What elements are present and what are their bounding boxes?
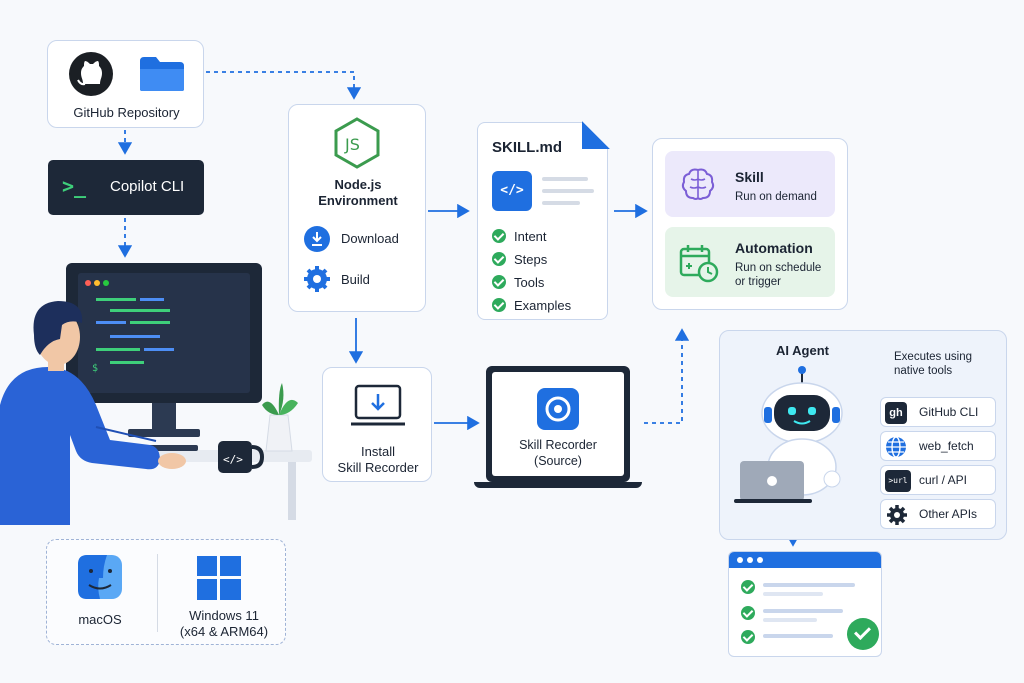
folder-icon [140, 57, 184, 91]
brain-icon [681, 168, 715, 200]
download-label: Download [341, 231, 399, 246]
skill-output-subtitle: Run on demand [735, 191, 817, 203]
platforms-box: macOS Windows 11 (x64 & ARM64) [46, 539, 286, 645]
agent-note-line2: native tools [894, 365, 953, 377]
result-line [763, 583, 855, 587]
tool-curl-api: >url curl / API [880, 465, 996, 495]
success-check-icon [847, 618, 879, 650]
copilot-cli-label: Copilot CLI [110, 178, 185, 195]
check-icon [741, 630, 755, 644]
macos-label: macOS [78, 612, 122, 627]
terminal-prompt-icon: >_ [62, 174, 87, 198]
download-icon [304, 226, 330, 252]
copilot-cli-box: >_ Copilot CLI [48, 160, 204, 215]
globe-icon [886, 436, 906, 458]
tool-web-fetch: web_fetch [880, 431, 996, 461]
svg-text:JS: JS [344, 135, 360, 154]
doc-line [542, 201, 580, 205]
laptop-base [474, 482, 642, 488]
outputs-card: Skill Run on demand Automation Run on sc… [652, 138, 848, 310]
result-line [763, 592, 823, 596]
install-sublabel: Skill Recorder [337, 460, 419, 475]
tool-label: Other APIs [919, 507, 978, 521]
skill-md-document: SKILL.md </> Intent Steps Tools Examples [477, 121, 610, 320]
build-gear-icon [304, 266, 330, 292]
window-dot [747, 557, 753, 563]
recorder-label: Skill Recorder [519, 438, 597, 452]
tool-other-apis: Other APIs [880, 499, 996, 529]
build-label: Build [341, 272, 370, 287]
nodejs-environment-card: JS Node.js Environment Download Build [288, 104, 426, 312]
automation-output-panel: Automation Run on schedule or trigger [665, 227, 835, 297]
success-check-mark [854, 623, 871, 640]
recorder-sublabel: (Source) [534, 454, 582, 468]
page-fold-icon [582, 121, 610, 149]
check-icon [492, 275, 506, 289]
svg-text:$: $ [92, 363, 98, 374]
developer-illustration: $ </> [0, 263, 312, 525]
install-label: Install [361, 444, 395, 459]
tool-label: curl / API [919, 473, 968, 487]
skill-item-steps: Steps [514, 252, 548, 267]
nodejs-subtitle: Environment [318, 193, 398, 208]
github-repository-card: GitHub Repository [47, 40, 204, 128]
windows-label: Windows 11 [189, 608, 259, 623]
skill-output-panel: Skill Run on demand [665, 151, 835, 217]
skill-output-title: Skill [735, 169, 764, 185]
platforms-divider [157, 554, 158, 632]
svg-text:</>: </> [223, 453, 243, 466]
github-icon [69, 52, 113, 96]
tool-label: web_fetch [919, 439, 974, 453]
result-line [763, 609, 843, 613]
recorder-icon [537, 388, 579, 430]
window-dot [757, 557, 763, 563]
skill-item-examples: Examples [514, 298, 572, 313]
ai-agent-title: AI Agent [776, 343, 829, 358]
skill-recorder-laptop: Skill Recorder (Source) [486, 366, 630, 482]
agent-note-line1: Executes using [894, 351, 972, 363]
automation-output-subtitle-2: or trigger [735, 276, 782, 288]
gear-icon [887, 505, 907, 525]
ai-agent-panel: AI Agent Executes using native tools gh … [719, 330, 1007, 540]
check-icon [492, 252, 506, 266]
result-line [763, 634, 833, 638]
calendar-clock-icon [679, 245, 719, 283]
tool-github-cli: gh GitHub CLI [880, 397, 996, 427]
robot-icon [734, 366, 843, 503]
result-line [763, 618, 817, 622]
window-dot [737, 557, 743, 563]
automation-output-title: Automation [735, 240, 813, 256]
nodejs-title: Node.js [334, 177, 382, 192]
check-icon [741, 606, 755, 620]
nodejs-icon: JS [334, 117, 380, 169]
code-icon: </> [492, 171, 532, 211]
skill-item-tools: Tools [514, 275, 545, 290]
windows-arch-label: (x64 & ARM64) [179, 624, 269, 639]
doc-line [542, 177, 588, 181]
check-icon [492, 229, 506, 243]
curl-terminal-icon: >url [885, 470, 911, 492]
github-repository-label: GitHub Repository [73, 105, 180, 120]
windows-icon [197, 556, 241, 600]
skill-item-intent: Intent [514, 229, 547, 244]
gh-icon: gh [885, 402, 907, 424]
doc-line [542, 189, 594, 193]
check-icon [741, 580, 755, 594]
skill-md-title: SKILL.md [492, 139, 562, 156]
laptop-download-icon [351, 384, 405, 426]
automation-output-subtitle: Run on schedule [735, 262, 822, 274]
window-title-bar [729, 552, 881, 568]
result-window [728, 551, 882, 657]
check-icon [492, 298, 506, 312]
macos-finder-icon [78, 555, 122, 599]
install-skill-recorder-card: Install Skill Recorder [322, 367, 432, 482]
tool-label: GitHub CLI [919, 405, 979, 419]
